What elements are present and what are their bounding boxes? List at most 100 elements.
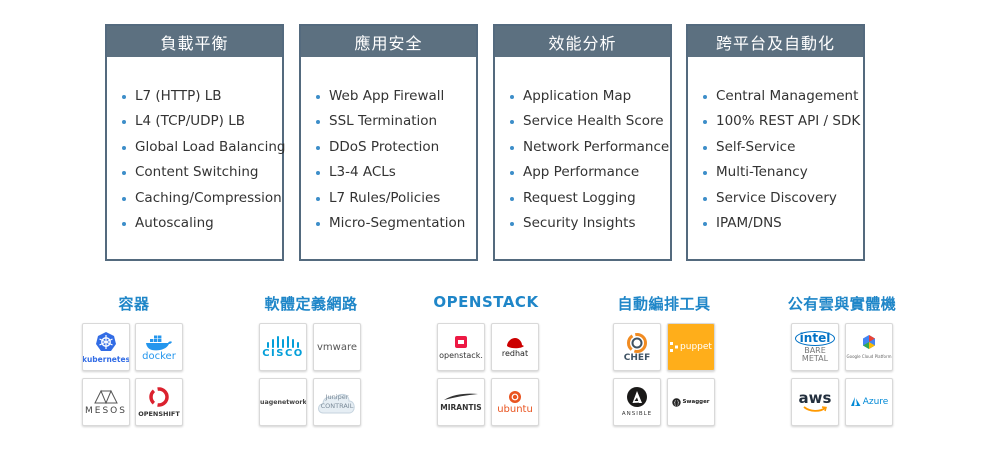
logo-label: openstack. [439, 350, 483, 360]
bullet-icon [316, 221, 320, 226]
feature-list: Central Management 100% REST API / SDK S… [688, 57, 863, 236]
card-load-balancing: 負載平衡 L7 (HTTP) LB L4 (TCP/UDP) LB Global… [105, 24, 286, 261]
logo-label: vmware [316, 341, 357, 353]
list-item: Security Insights [509, 211, 670, 236]
puppet-logo-row: puppet [670, 342, 712, 352]
logo-label: docker [142, 350, 176, 362]
azure-logo-row: Azure [850, 396, 889, 407]
card-title: 負載平衡 [107, 26, 282, 57]
feature-label: App Performance [523, 164, 640, 181]
list-item: Multi-Tenancy [702, 160, 863, 185]
bullet-icon [510, 171, 514, 176]
logo-vmware: vmware [313, 323, 361, 371]
mesh-icon [94, 389, 118, 404]
logo-label: aws [798, 389, 832, 407]
logo-openshift: OPENSHIFT [135, 378, 183, 426]
bullet-icon [316, 95, 320, 99]
bullet-icon [510, 196, 514, 201]
logo-aws: aws [791, 378, 839, 426]
feature-label: Content Switching [135, 164, 259, 181]
bullet-icon [316, 196, 320, 201]
bullet-icon [703, 221, 707, 226]
logo-ubuntu: ubuntu [491, 378, 539, 426]
list-item: SSL Termination [315, 109, 476, 134]
helm-wheel-icon [96, 331, 116, 351]
list-item: L4 (TCP/UDP) LB [121, 109, 282, 134]
feature-label: Global Load Balancing [135, 138, 286, 155]
list-item: Service Health Score [509, 109, 670, 134]
logo-docker: docker [135, 323, 183, 371]
list-item: DDoS Protection [315, 135, 476, 160]
bullet-icon [122, 196, 126, 201]
bullet-icon [703, 95, 707, 99]
feature-label: Micro-Segmentation [329, 214, 466, 231]
bullet-icon [703, 196, 707, 201]
logo-openstack: openstack. [437, 323, 485, 371]
logo-sublabel: BARE METAL [801, 346, 829, 363]
bullet-icon [510, 221, 514, 226]
list-item: Self-Service [702, 135, 863, 160]
smile-arrow-icon [803, 406, 827, 412]
category-title-sdn: 軟體定義網路 [264, 295, 358, 313]
list-item: L7 Rules/Policies [315, 186, 476, 211]
list-item: Central Management [702, 84, 863, 109]
list-item: 100% REST API / SDK [702, 109, 863, 134]
feature-label: L7 Rules/Policies [329, 189, 441, 206]
card-app-security: 應用安全 Web App Firewall SSL Termination DD… [299, 24, 478, 261]
logo-label: intel [794, 331, 836, 346]
category-title-containers: 容器 [118, 295, 150, 313]
logo-label: puppet [680, 341, 712, 352]
logo-ansible: ANSIBLE [613, 378, 661, 426]
logo-redhat: redhat [491, 323, 539, 371]
logo-juniper-contrail: Juniper CONTRAIL [313, 378, 361, 426]
feature-label: Security Insights [523, 214, 636, 231]
logo-label: Swagger [682, 398, 710, 405]
bullet-icon [316, 171, 320, 176]
feature-label: Multi-Tenancy [716, 164, 808, 181]
chef-ring-icon [627, 332, 647, 353]
feature-label: 100% REST API / SDK [716, 113, 861, 130]
logo-label: MIRANTIS [440, 403, 482, 412]
card-title: 效能分析 [495, 26, 670, 57]
list-item: Micro-Segmentation [315, 211, 476, 236]
cisco-bars-icon [267, 336, 299, 348]
feature-label: Central Management [716, 88, 859, 104]
swoosh-icon [444, 393, 478, 400]
list-item: Network Performance [509, 135, 670, 160]
feature-label: Service Health Score [523, 113, 664, 130]
list-item: Service Discovery [702, 186, 863, 211]
feature-label: L7 (HTTP) LB [135, 88, 222, 104]
logo-mirantis: MIRANTIS [437, 378, 485, 426]
svg-text:{}: {} [674, 400, 680, 406]
gcp-hex-icon [863, 334, 875, 349]
list-item: Autoscaling [121, 211, 282, 236]
logo-label: nuagenetworks [260, 398, 307, 406]
logo-label: ANSIBLE [621, 410, 653, 417]
logo-label: Juniper CONTRAIL [320, 393, 354, 410]
list-item: Global Load Balancing [121, 135, 286, 160]
feature-label: Self-Service [716, 138, 796, 155]
cloud-icon [318, 393, 355, 414]
category-title-openstack: OPENSTACK [433, 293, 539, 311]
bullet-icon [316, 145, 320, 150]
logo-kubernetes: kubernetes [82, 323, 130, 371]
logo-label: CHEF [623, 352, 651, 363]
feature-label: Autoscaling [135, 214, 214, 231]
list-item: Content Switching [121, 160, 282, 185]
bullet-icon [703, 120, 707, 125]
swagger-logo-row: {} Swagger [672, 397, 710, 407]
logo-label: Azure [862, 396, 889, 407]
feature-label: Request Logging [523, 189, 636, 206]
feature-list: L7 (HTTP) LB L4 (TCP/UDP) LB Global Load… [107, 57, 286, 236]
whale-icon [146, 335, 172, 350]
feature-label: Caching/Compression [135, 189, 282, 206]
list-item: Caching/Compression [121, 186, 282, 211]
card-performance-analytics: 效能分析 Application Map Service Health Scor… [493, 24, 672, 261]
logo-intel-bare-metal: intel BARE METAL [791, 323, 839, 371]
openstack-square-icon [455, 335, 467, 348]
logo-google-cloud: Google Cloud Platform [845, 323, 893, 371]
logo-label: ubuntu [497, 404, 533, 415]
feature-label: Application Map [523, 88, 632, 104]
card-title: 應用安全 [301, 26, 476, 57]
feature-label: Web App Firewall [329, 88, 445, 104]
